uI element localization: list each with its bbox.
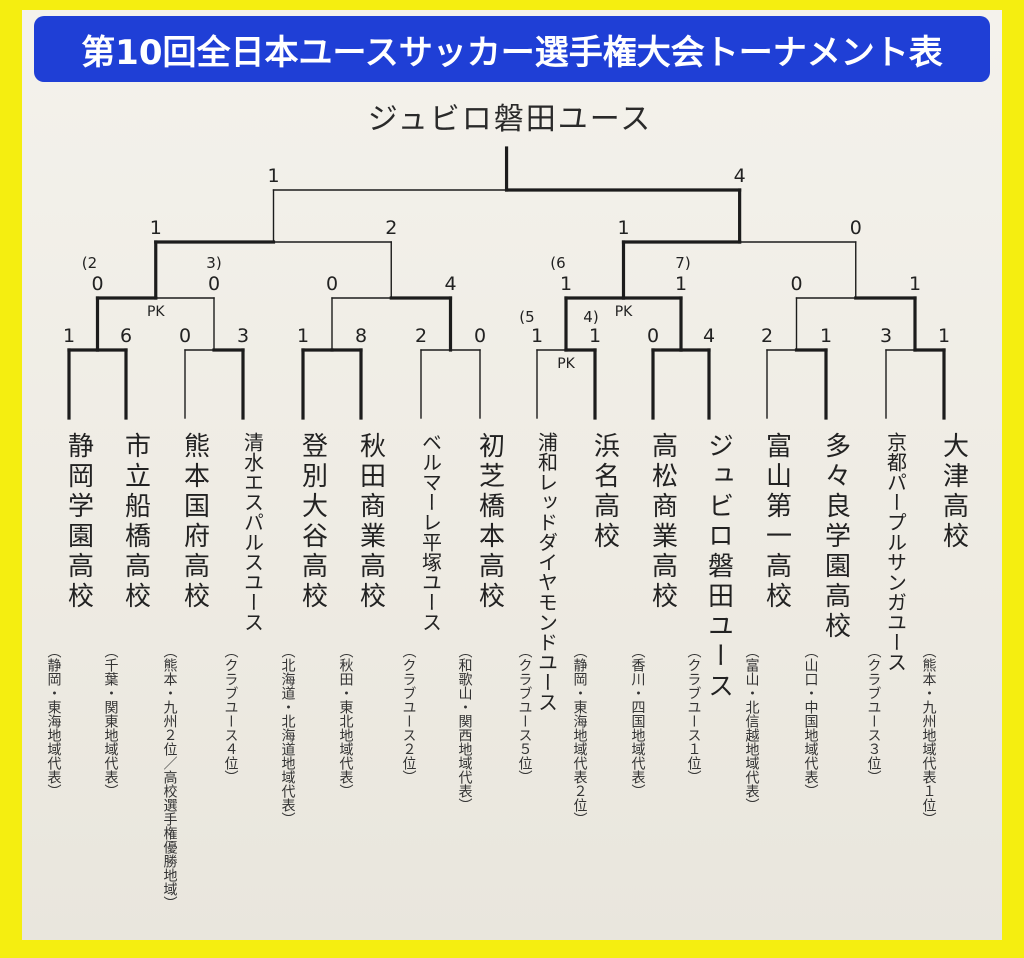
round1-score: 8 — [355, 325, 367, 347]
team-name: 清水エスパルスユース — [240, 432, 265, 632]
round2-score: 0 — [326, 273, 338, 295]
title-banner: 第10回全日本ユースサッカー選手権大会トーナメント表 — [34, 16, 990, 82]
team-name: 浜名高校 — [589, 432, 620, 552]
team-name: 高松商業高校 — [647, 432, 678, 612]
team-entry: 登別大谷高校 （北海道・北海道地域代表） — [275, 432, 331, 932]
pk-note: (5 — [519, 308, 534, 326]
pk-note: 3) — [206, 254, 221, 272]
semifinal-score: 1 — [150, 217, 162, 239]
team-name: 初芝橋本高校 — [474, 432, 505, 612]
round2-score: 0 — [91, 273, 103, 295]
semifinal-score: 1 — [617, 217, 629, 239]
team-name: 大津高校 — [938, 432, 969, 552]
round1-score: 6 — [120, 325, 132, 347]
team-name: 多々良学園高校 — [820, 432, 851, 642]
team-region: （山口・中国地域代表） — [802, 644, 819, 798]
round1-score: 3 — [880, 325, 892, 347]
team-name: 秋田商業高校 — [355, 432, 386, 612]
team-region: （クラブユース４位） — [222, 644, 239, 784]
round1-score: 2 — [761, 325, 773, 347]
pk-note: 7) — [675, 254, 690, 272]
pk-label: PK — [615, 304, 633, 320]
team-name: ジュビロ磐田ユース — [703, 432, 734, 702]
paper-background — [22, 10, 1002, 940]
round2-score: 0 — [208, 273, 220, 295]
round1-score: 1 — [820, 325, 832, 347]
round1-score: 0 — [474, 325, 486, 347]
team-region: （クラブユース５位） — [516, 644, 533, 784]
round1-score: 1 — [63, 325, 75, 347]
team-entry: 静岡学園高校 （静岡・東海地域代表） — [41, 432, 97, 932]
pk-label: PK — [147, 304, 165, 320]
round1-score: 1 — [589, 325, 601, 347]
team-entry: 富山第一高校 （富山・北信越地域代表） — [739, 432, 795, 932]
round1-score: 1 — [938, 325, 950, 347]
team-region: （富山・北信越地域代表） — [743, 644, 760, 812]
round2-score: 1 — [560, 273, 572, 295]
team-name: 京都パープルサンガユース — [883, 432, 908, 672]
round1-score: 2 — [415, 325, 427, 347]
team-entry: 初芝橋本高校 （和歌山・関西地域代表） — [452, 432, 508, 932]
team-region: （千葉・関東地域代表） — [102, 644, 119, 798]
team-region: （静岡・東海地域代表） — [45, 644, 62, 798]
team-name: 富山第一高校 — [761, 432, 792, 612]
team-name: 浦和レッドダイヤモンドユース — [534, 432, 559, 712]
team-region: （クラブユース２位） — [400, 644, 417, 784]
team-region: （熊本・九州地域代表１位） — [920, 644, 937, 826]
team-name: 静岡学園高校 — [63, 432, 94, 612]
round2-score: 1 — [909, 273, 921, 295]
team-entry: 清水エスパルスユース（クラブユース４位） — [215, 432, 271, 932]
team-entry: 高松商業高校 （香川・四国地域代表） — [625, 432, 681, 932]
team-name: ベルマーレ平塚ユース — [418, 432, 443, 632]
pk-label: PK — [557, 356, 575, 372]
team-entry: ベルマーレ平塚ユース（クラブユース２位） — [393, 432, 449, 932]
page-title: 第10回全日本ユースサッカー選手権大会トーナメント表 — [81, 32, 943, 73]
round1-score: 0 — [179, 325, 191, 347]
team-entry: 浦和レッドダイヤモンドユース（クラブユース５位） — [509, 432, 565, 932]
team-entry: 京都パープルサンガユース（クラブユース３位） — [858, 432, 914, 932]
round1-score: 3 — [237, 325, 249, 347]
team-region: （秋田・東北地域代表） — [337, 644, 354, 798]
pk-note: 4) — [583, 308, 598, 326]
team-entry: 熊本国府高校 （熊本・九州２位／高校選手権優勝地域） — [157, 432, 213, 932]
champion-label: ジュビロ磐田ユース — [367, 102, 653, 137]
team-region: （和歌山・関西地域代表） — [456, 644, 473, 812]
round1-score: 1 — [531, 325, 543, 347]
round1-score: 1 — [297, 325, 309, 347]
semifinal-score: 0 — [850, 217, 862, 239]
semifinal-score: 2 — [385, 217, 397, 239]
team-name: 登別大谷高校 — [297, 432, 328, 612]
team-entry: 市立船橋高校 （千葉・関東地域代表） — [98, 432, 154, 932]
team-entry: ジュビロ磐田ユース（クラブユース１位） — [681, 432, 737, 932]
team-name: 市立船橋高校 — [120, 432, 151, 612]
team-entry: 大津高校 （熊本・九州地域代表１位） — [916, 432, 972, 932]
round2-score: 1 — [675, 273, 687, 295]
pk-note: (2 — [82, 254, 97, 272]
round2-score: 0 — [790, 273, 802, 295]
round1-score: 0 — [647, 325, 659, 347]
team-entry: 秋田商業高校 （秋田・東北地域代表） — [333, 432, 389, 932]
pk-note: (6 — [550, 254, 565, 272]
team-region: （クラブユース３位） — [865, 644, 882, 784]
team-name: 熊本国府高校 — [179, 432, 210, 612]
final-score: 1 — [267, 165, 279, 187]
round1-score: 4 — [703, 325, 715, 347]
round2-score: 4 — [444, 273, 456, 295]
team-region: （熊本・九州２位／高校選手権優勝地域） — [161, 644, 178, 910]
team-region: （静岡・東海地域代表２位） — [571, 644, 588, 826]
team-entry: 多々良学園高校（山口・中国地域代表） — [798, 432, 854, 932]
team-entry: 浜名高校 （静岡・東海地域代表２位） — [567, 432, 623, 932]
team-region: （クラブユース１位） — [685, 644, 702, 784]
team-region: （香川・四国地域代表） — [629, 644, 646, 798]
final-score: 4 — [734, 165, 746, 187]
team-region: （北海道・北海道地域代表） — [279, 644, 296, 826]
